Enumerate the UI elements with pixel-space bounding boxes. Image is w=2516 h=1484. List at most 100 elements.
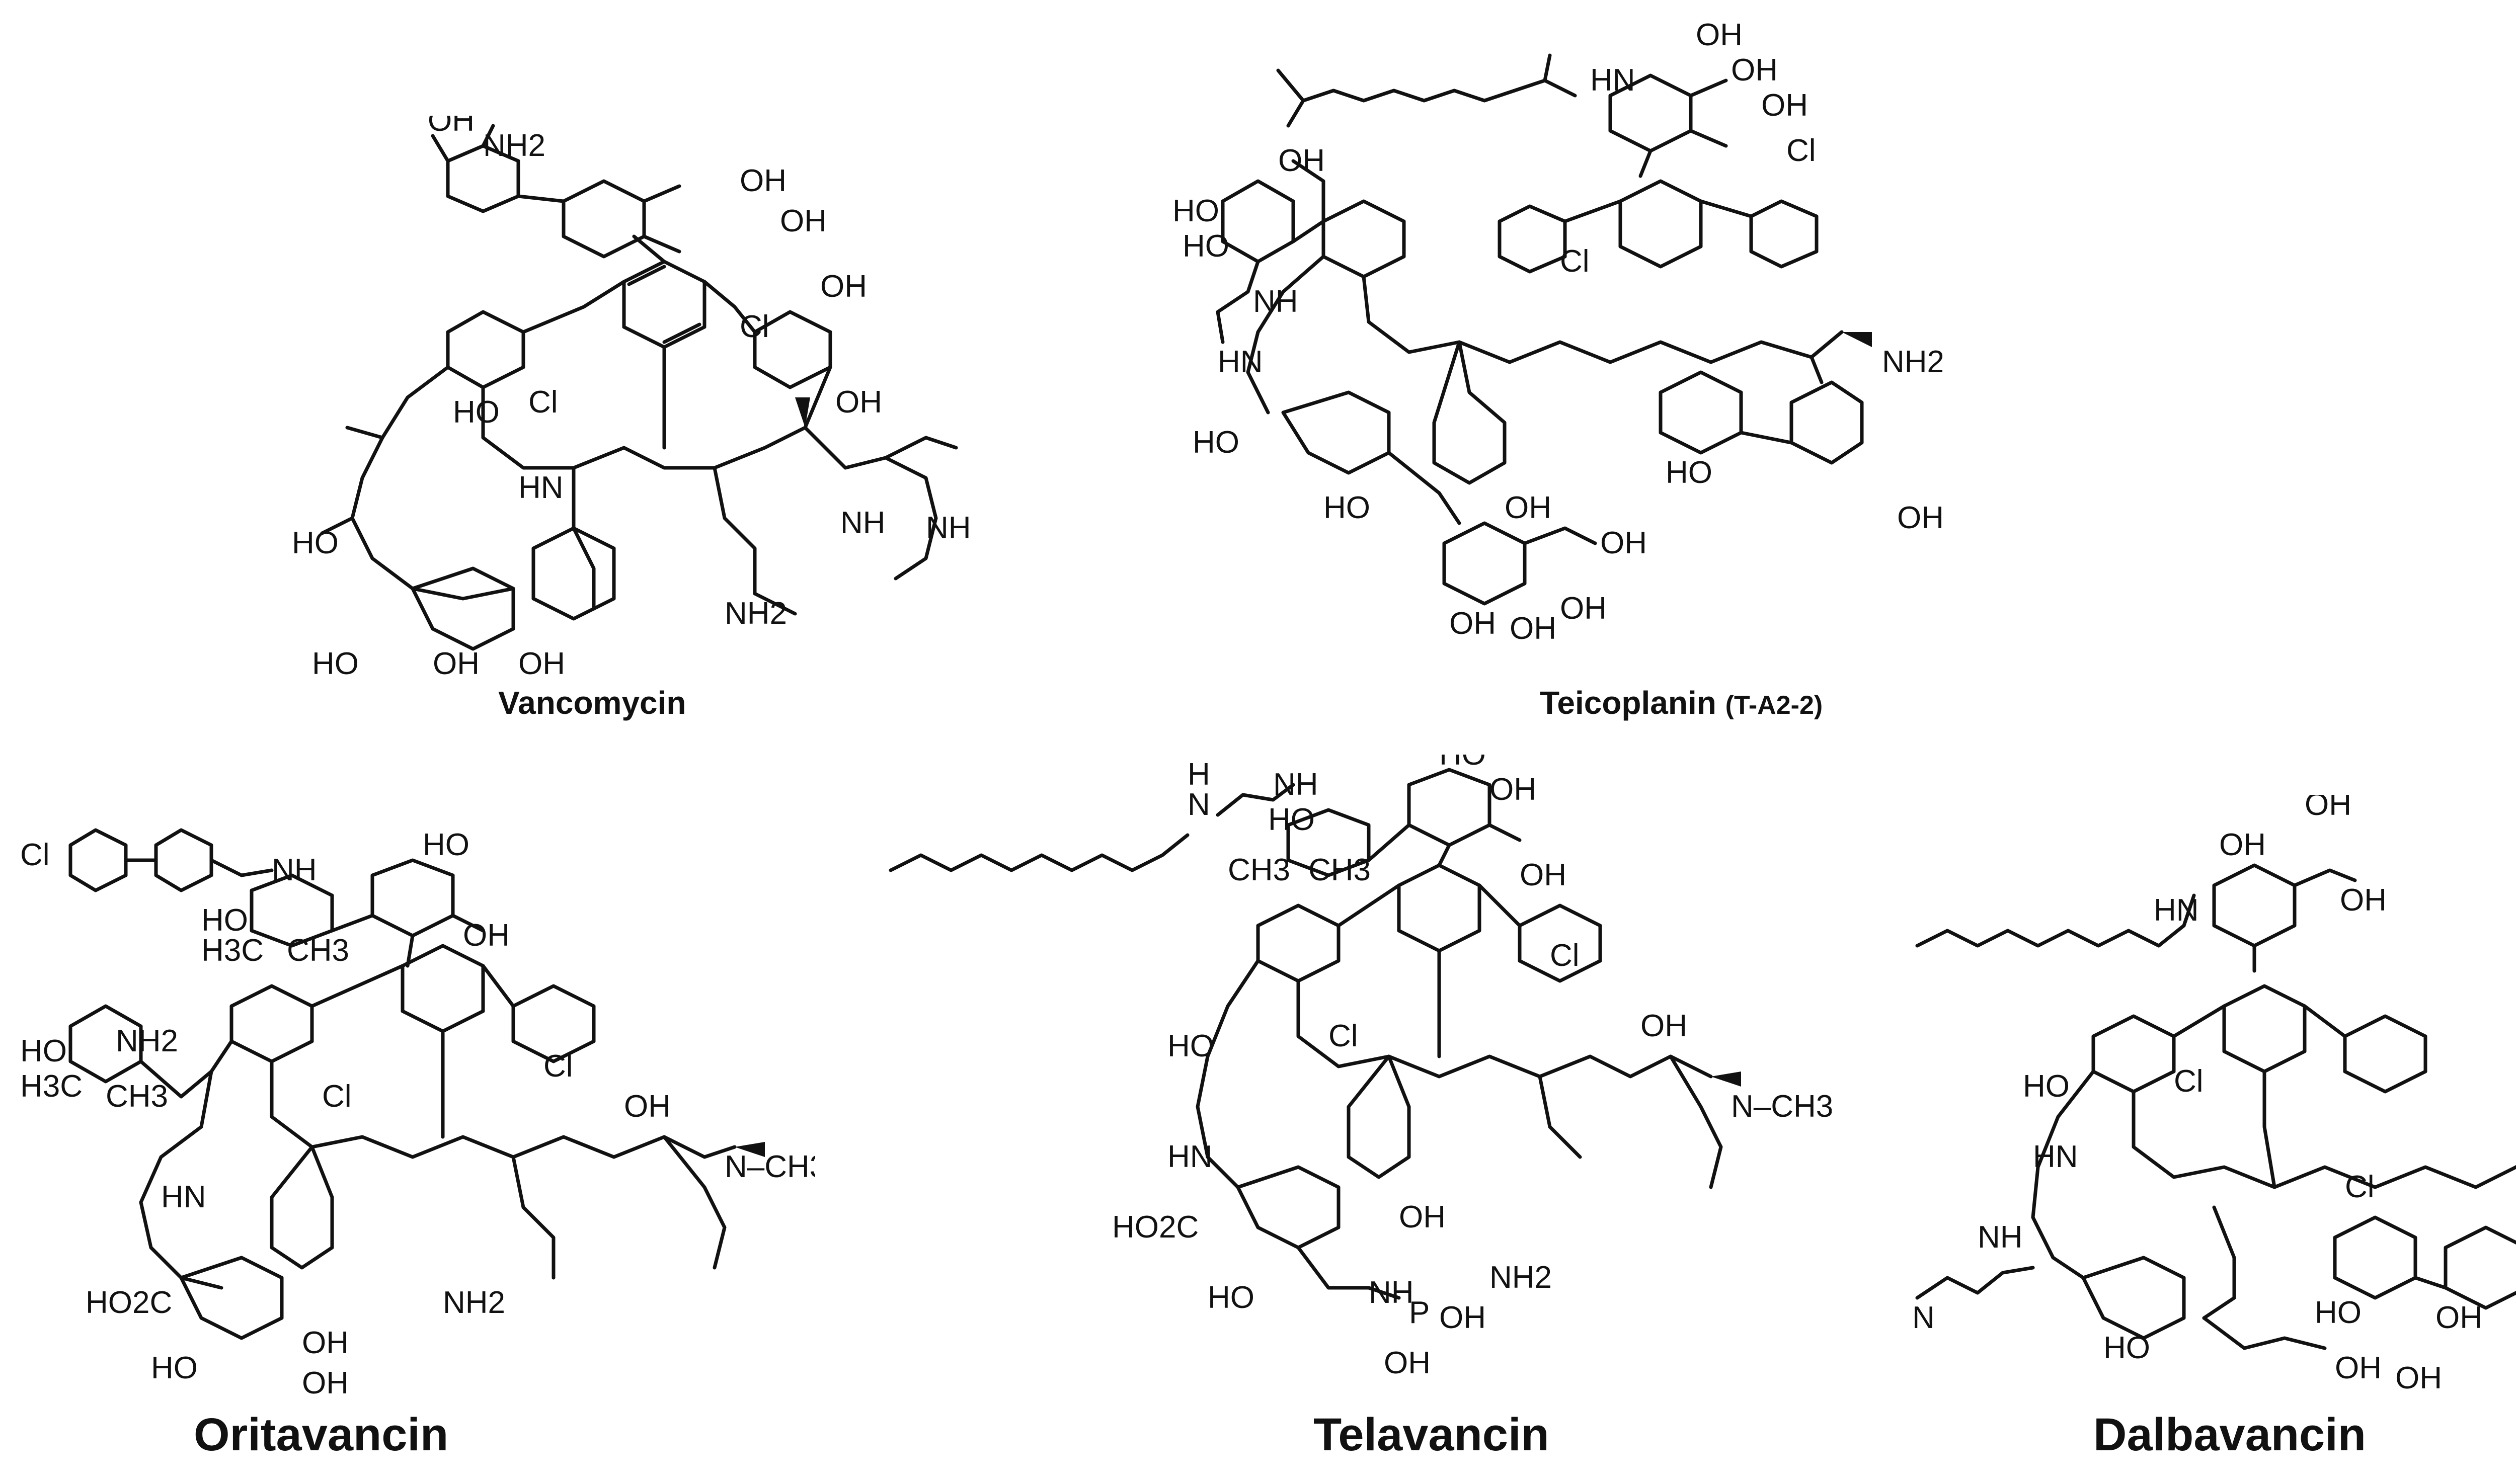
atom-label: N [1188, 787, 1210, 822]
atom-label: H3C [20, 1069, 83, 1104]
atom-label: NH [1978, 1220, 2023, 1255]
atom-label: HN [1590, 63, 1635, 98]
atom-label: OH [835, 385, 882, 420]
dalbavancin-skeleton [1915, 863, 2516, 1350]
atom-label: OH [302, 1326, 349, 1360]
atom-label: HO [151, 1351, 198, 1385]
atom-label: NH [1369, 1275, 1414, 1310]
teicoplanin-variant: (T-A2-2) [1725, 691, 1823, 720]
atom-label: CH3 [1228, 853, 1290, 887]
atom-label: OH [2435, 1300, 2482, 1335]
atom-label: HO [1208, 1280, 1254, 1315]
atom-label: HO [423, 828, 469, 862]
telavancin-structure: H N NH HO CH3 CH3 HO OH OH Cl HO Cl OH N… [876, 755, 1832, 1404]
atom-label: OH [1640, 1009, 1687, 1043]
atom-label: HO [1183, 229, 1229, 264]
dalbavancin-atom-labels: OH OH HN OH HO Cl HN Cl NH CH3 NH N HO O… [1912, 795, 2482, 1395]
atom-label: H3C [201, 933, 264, 968]
atom-label: Cl [2174, 1064, 2204, 1099]
atom-label: N [1912, 1300, 1935, 1335]
atom-label: NH2 [1882, 345, 1942, 379]
atom-label: HO [312, 646, 359, 681]
atom-label: HO [1172, 194, 1219, 228]
atom-label: Cl [2345, 1170, 2375, 1204]
atom-label: OH [518, 646, 565, 681]
atom-label: HN [518, 470, 564, 505]
atom-label: N–CH3 [1731, 1089, 1832, 1124]
atom-label: HO [292, 526, 339, 560]
atom-label: Cl [543, 1049, 573, 1084]
atom-label: HO [1268, 802, 1315, 837]
atom-label: NH2 [725, 596, 787, 631]
atom-label: OH [463, 918, 510, 953]
atom-label: OH [740, 163, 787, 198]
atom-label: Cl [1328, 1019, 1358, 1053]
atom-label: NH [1253, 284, 1298, 319]
atom-label: HO [2103, 1331, 2150, 1365]
atom-label: HO2C [1112, 1210, 1199, 1245]
atom-label: Cl [1786, 133, 1816, 168]
atom-label: NH2 [483, 128, 545, 163]
teicoplanin-atom-labels: HN OH OH OH OH HO HO Cl Cl NH HN NH2 HO … [1172, 18, 1942, 646]
atom-label: OH [1510, 611, 1556, 646]
atom-label: Cl [1550, 938, 1580, 973]
atom-label: Cl [528, 385, 558, 420]
atom-label: HO [453, 395, 500, 430]
atom-label: OH [1278, 143, 1325, 178]
atom-label: CH3 [106, 1079, 168, 1114]
atom-label: OH [2335, 1351, 2382, 1385]
oritavancin-skeleton [68, 828, 765, 1340]
atom-label: HO [2023, 1069, 2070, 1104]
atom-label: CH3 [287, 933, 349, 968]
atom-label: HO2C [86, 1285, 172, 1320]
telavancin-name: Telavancin [1313, 1409, 1549, 1460]
atom-label: HO [1439, 755, 1486, 772]
atom-label: OH [1384, 1346, 1431, 1380]
atom-label: NH [272, 853, 317, 887]
atom-label: HN [2033, 1139, 2078, 1174]
atom-label: Cl [1560, 244, 1590, 279]
atom-label: NH2 [443, 1285, 505, 1320]
atom-label: NH [1273, 767, 1318, 802]
atom-label: HO [1666, 455, 1712, 490]
atom-label: H [1188, 757, 1210, 792]
atom-label: N–CH3 [725, 1149, 815, 1184]
vancomycin-structure: OH NH2 OH OH OH HO Cl Cl OH HN NH NH HO … [282, 116, 1016, 684]
oritavancin-name: Oritavancin [194, 1409, 449, 1460]
atom-label: OH [2305, 795, 2351, 822]
atom-label: HO [201, 903, 248, 938]
atom-label: NH2 [1489, 1260, 1552, 1295]
telavancin-skeleton [889, 768, 1741, 1300]
atom-label: HN [1218, 345, 1263, 379]
atom-label: OH [428, 116, 475, 138]
atom-label: OH [1489, 772, 1536, 807]
atom-label: OH [780, 204, 827, 238]
telavancin-atom-labels: H N NH HO CH3 CH3 HO OH OH Cl HO Cl OH N… [1112, 755, 1832, 1380]
atom-label: HN [1167, 1139, 1213, 1174]
atom-label: OH [820, 269, 867, 304]
oritavancin-structure: Cl NH HO HO H3C CH3 OH NH2 HO H3C CH3 Cl… [10, 815, 815, 1409]
atom-label: NH [840, 506, 886, 540]
atom-label: OH [2340, 883, 2387, 918]
teicoplanin-structure: HN OH OH OH OH HO HO Cl Cl NH HN NH2 HO … [1157, 10, 1942, 684]
atom-label: OH [624, 1089, 671, 1124]
atom-label: HO [20, 1034, 67, 1068]
atom-label: Cl [740, 309, 769, 344]
atom-label: OH [1505, 490, 1551, 525]
atom-label: HN [2154, 893, 2199, 928]
atom-label: Cl [20, 838, 50, 872]
atom-label: Cl [322, 1079, 352, 1114]
teicoplanin-name-text: Teicoplanin [1540, 685, 1716, 721]
atom-label: OH [1449, 606, 1496, 641]
atom-label: OH [2395, 1361, 2442, 1395]
oritavancin-atom-labels: Cl NH HO HO H3C CH3 OH NH2 HO H3C CH3 Cl… [20, 828, 815, 1400]
atom-label: OH [1520, 858, 1566, 892]
atom-label: P [1409, 1295, 1430, 1330]
atom-label: OH [1560, 591, 1607, 626]
atom-label: CH3 [1308, 853, 1371, 887]
atom-label: OH [2219, 828, 2266, 862]
atom-label: OH [1731, 53, 1778, 88]
atom-label: OH [1897, 501, 1942, 535]
vancomycin-name: Vancomycin [498, 685, 686, 721]
atom-label: NH [926, 511, 971, 545]
